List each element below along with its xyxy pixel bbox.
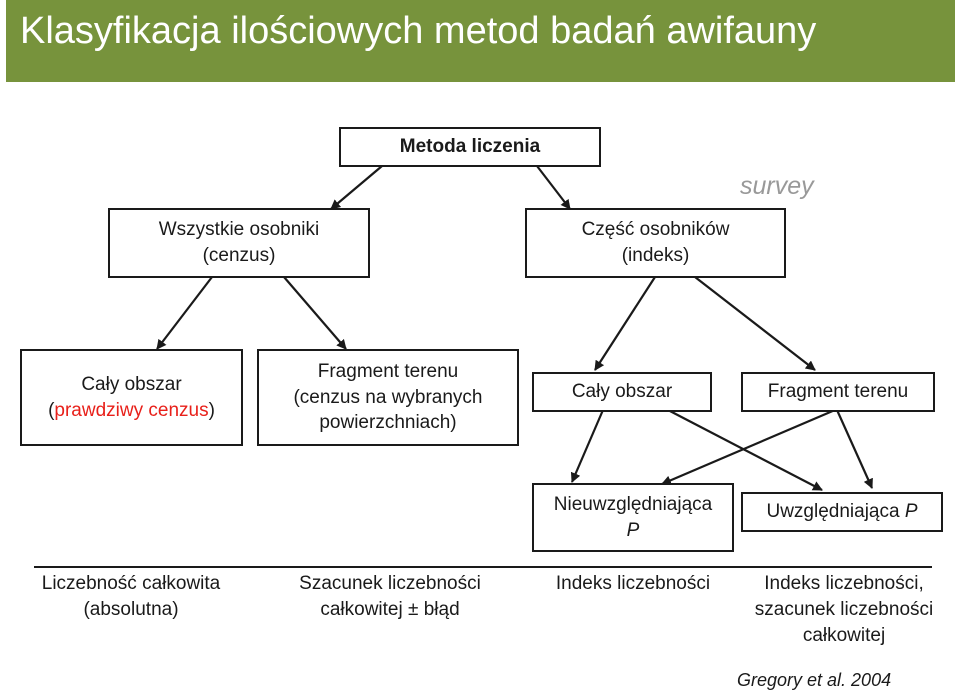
- arrow-index-fragment-to-considering: [835, 409, 874, 489]
- part-individuals-line2: (indeks): [621, 245, 690, 266]
- part-individuals-line1: Część osobników: [581, 219, 730, 241]
- result-index-and-estimate: Indeks liczebności, szacunek liczebności…: [736, 571, 952, 650]
- arrow-index-whole-to-not-considering: [570, 409, 605, 483]
- arrow-index-fragment-to-not-considering: [661, 408, 836, 486]
- index-fragment-box: Fragment terenu: [741, 372, 935, 412]
- result-absolute-line2: (absolutna): [83, 599, 179, 621]
- fragment-census-box: Fragment terenu (cenzus na wybranych pow…: [257, 349, 519, 446]
- result-estimate-line2: całkowitej ± błąd: [320, 599, 460, 621]
- result-index-estimate-line2: szacunek liczebności: [754, 599, 934, 621]
- result-index-estimate-line1: Indeks liczebności,: [764, 573, 924, 594]
- page-title: Klasyfikacja ilościowych metod badań awi…: [20, 10, 817, 52]
- result-index-estimate-line3: całkowitej: [802, 625, 886, 647]
- whole-area-census-line1: Cały obszar: [81, 373, 182, 395]
- result-absolute-count: Liczebność całkowita (absolutna): [20, 571, 242, 623]
- not-considering-p-box: Nieuwzględniająca P: [532, 483, 734, 552]
- arrow-part-to-index-whole: [594, 276, 656, 371]
- result-estimate-error: Szacunek liczebności całkowitej ± błąd: [272, 571, 508, 623]
- source-credit: Gregory et al. 2004: [737, 670, 892, 690]
- all-individuals-box: Wszystkie osobniki (cenzus): [108, 208, 370, 278]
- arrow-root-to-all: [330, 165, 383, 210]
- arrow-part-to-index-fragment: [694, 276, 816, 371]
- root-method-label: Metoda liczenia: [399, 136, 541, 158]
- arrow-all-to-fragment: [283, 276, 347, 350]
- root-method-box: Metoda liczenia: [339, 127, 601, 167]
- considering-label: Uwzględniająca: [766, 501, 905, 523]
- title-bar: Klasyfikacja ilościowych metod badań awi…: [6, 0, 955, 82]
- result-abundance-index: Indeks liczebności: [532, 571, 734, 597]
- arrow-root-to-part: [536, 165, 571, 210]
- arrow-index-whole-to-considering: [667, 409, 823, 491]
- not-considering-p: P: [626, 519, 640, 541]
- results-divider: [34, 566, 932, 568]
- true-census-highlight: prawdziwy cenzus: [54, 399, 209, 421]
- whole-area-census-box: Cały obszar (prawdziwy cenzus): [20, 349, 243, 446]
- not-considering-line1: Nieuwzględniająca: [553, 493, 713, 515]
- all-individuals-line1: Wszystkie osobniki: [158, 219, 320, 241]
- considering-p: P: [904, 501, 918, 523]
- result-index-line1: Indeks liczebności: [555, 573, 711, 594]
- index-whole-area-box: Cały obszar: [532, 372, 712, 412]
- fragment-census-line1: Fragment terenu: [317, 361, 459, 383]
- open-paren: (: [48, 399, 55, 421]
- fragment-census-line3: powierzchniach): [319, 412, 457, 434]
- index-whole-area-label: Cały obszar: [571, 381, 673, 403]
- result-absolute-line1: Liczebność całkowita: [41, 573, 221, 594]
- part-individuals-box: Część osobników (indeks): [525, 208, 786, 278]
- all-individuals-line2: (cenzus): [202, 245, 276, 266]
- close-paren: ): [208, 399, 215, 421]
- result-estimate-line1: Szacunek liczebności: [299, 573, 481, 594]
- survey-label: survey: [740, 172, 814, 200]
- index-fragment-label: Fragment terenu: [767, 381, 909, 403]
- fragment-census-line2: (cenzus na wybranych: [293, 386, 483, 408]
- considering-p-box: Uwzględniająca P: [741, 492, 943, 532]
- arrow-all-to-whole-area: [156, 276, 213, 350]
